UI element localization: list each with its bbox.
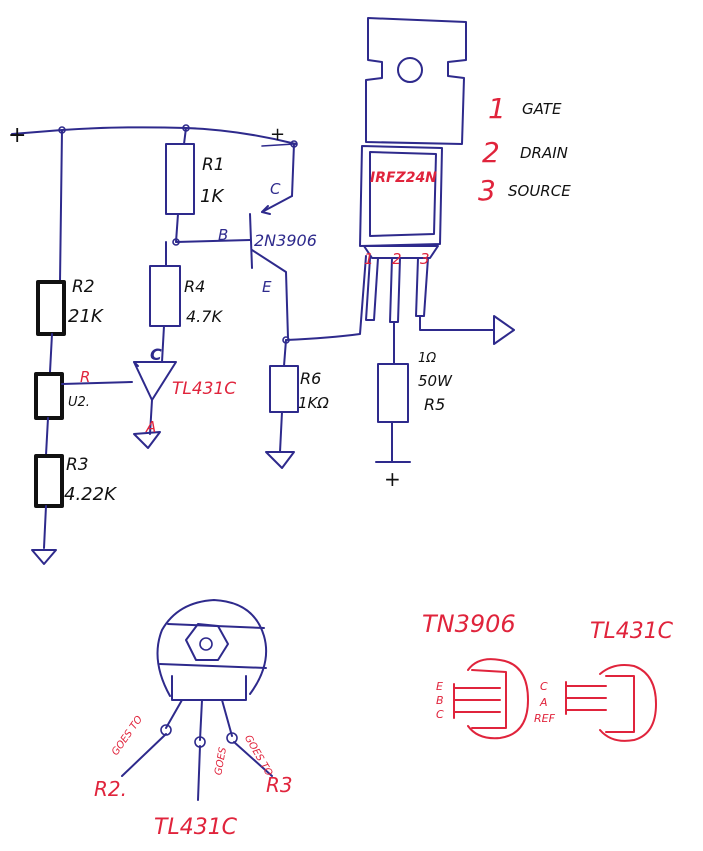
left-divider bbox=[31, 129, 133, 565]
tl431-pin-a: A bbox=[145, 418, 156, 436]
mosfet-name: IRFZ24N bbox=[370, 170, 437, 186]
r3-name: R3 bbox=[66, 455, 89, 475]
legend-label-1: GATE bbox=[522, 100, 562, 118]
legend-num-1: 1 bbox=[488, 92, 506, 125]
legend-num-2: 2 bbox=[482, 136, 500, 169]
r5-resistor bbox=[377, 363, 409, 423]
pinout-tl431-title: TL431C bbox=[590, 619, 674, 644]
r1-name: R1 bbox=[202, 155, 225, 175]
pinout-tl431-pin-a: A bbox=[539, 696, 548, 709]
pinout-2n3906-title: TN3906 bbox=[422, 610, 516, 638]
r2-resistor bbox=[36, 280, 66, 336]
plus-right-label: + bbox=[270, 124, 285, 145]
tl431-name: TL431C bbox=[172, 379, 236, 399]
pnp-transistor bbox=[249, 143, 367, 469]
r1-value: 1K bbox=[200, 186, 224, 207]
pot-right-lead: R3 bbox=[266, 773, 293, 797]
pot-left-lead: R2. bbox=[94, 777, 127, 801]
tl431-symbol bbox=[133, 361, 177, 401]
tl431-pin-r: R bbox=[80, 368, 90, 386]
pot-detail bbox=[121, 599, 273, 801]
r3-value: 4.22K bbox=[64, 484, 117, 505]
r6-value: 1KΩ bbox=[298, 394, 329, 412]
r3-resistor bbox=[34, 454, 64, 508]
r4-value: 4.7K bbox=[186, 307, 223, 326]
q1-pin-c: C bbox=[270, 180, 281, 198]
r2-value: 21K bbox=[68, 306, 104, 327]
r6-resistor bbox=[269, 365, 299, 413]
tl431-pin-c: C bbox=[150, 345, 162, 364]
output-arrow bbox=[493, 315, 515, 345]
mosfet-pin3: 3 bbox=[420, 250, 430, 268]
q1-pin-b: B bbox=[218, 226, 228, 244]
pinout-tl431-pin-c: C bbox=[540, 680, 548, 693]
r1-r4-branch bbox=[133, 127, 251, 449]
pinout-2n3906-pin-e: E bbox=[436, 680, 443, 693]
pin-legend: 1 GATE 2 DRAIN 3 SOURCE bbox=[478, 92, 571, 207]
r4-name: R4 bbox=[184, 277, 205, 296]
r2-name: R2 bbox=[72, 277, 95, 297]
pinout-2n3906 bbox=[453, 658, 529, 740]
pot-note-left: GOES TO bbox=[110, 714, 145, 758]
mosfet-package bbox=[359, 17, 515, 463]
r4-resistor bbox=[149, 265, 181, 327]
plus-bottom-label: + bbox=[384, 467, 401, 491]
legend-label-2: DRAIN bbox=[520, 144, 568, 162]
legend-num-3: 3 bbox=[478, 174, 496, 207]
r5-name: R5 bbox=[424, 395, 445, 414]
pinout-tl431-pin-ref: REF bbox=[534, 712, 556, 725]
plus-left-label: + bbox=[8, 123, 26, 148]
pot-note-mid: GOES bbox=[213, 746, 229, 776]
r5-value: 50W bbox=[418, 372, 453, 390]
r6-name: R6 bbox=[300, 369, 321, 388]
legend-label-3: SOURCE bbox=[508, 182, 571, 200]
pot-title: TL431C bbox=[154, 815, 238, 840]
mosfet-pin2: 2 bbox=[392, 250, 402, 268]
pinout-2n3906-pin-b: B bbox=[436, 694, 444, 707]
q1-pin-e: E bbox=[262, 278, 272, 296]
r5-extra: 1Ω bbox=[418, 351, 436, 366]
top-power-rail bbox=[11, 124, 298, 148]
ground-r6 bbox=[265, 451, 295, 469]
q1-name: 2N3906 bbox=[254, 231, 317, 250]
ground-tl431 bbox=[133, 431, 161, 449]
pot-note-right: GOES TO bbox=[242, 733, 274, 778]
mosfet-pin1: 1 bbox=[364, 250, 374, 268]
u2-name: U2. bbox=[68, 395, 90, 410]
ground-left bbox=[31, 549, 57, 565]
pinout-tl431 bbox=[565, 664, 657, 742]
pinout-2n3906-pin-c: C bbox=[436, 708, 444, 721]
r1-resistor bbox=[165, 143, 195, 215]
u2-potentiometer bbox=[34, 372, 64, 420]
